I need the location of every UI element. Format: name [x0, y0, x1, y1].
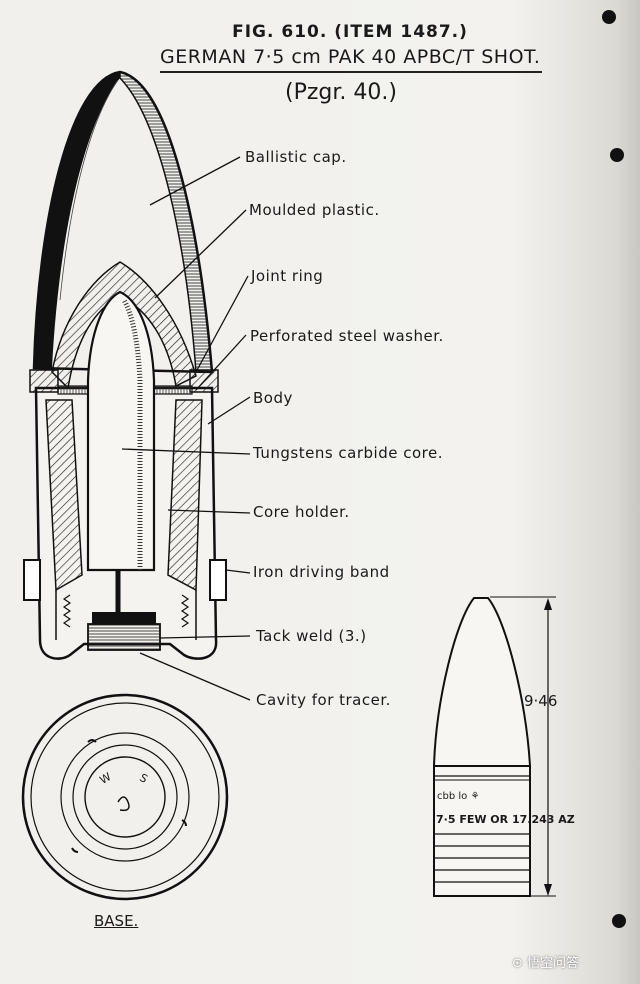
subtitle-rule: [160, 71, 542, 73]
leader-lines: [121, 156, 251, 701]
designation: (Pzgr. 40.): [285, 80, 397, 105]
base-view: [21, 693, 229, 901]
length-dimension: 9·46: [524, 692, 558, 710]
base-label: BASE.: [94, 912, 139, 930]
tungsten-core: [86, 290, 156, 615]
label-perforated-washer: Perforated steel washer.: [250, 327, 444, 345]
label-ballistic-cap: Ballistic cap.: [245, 148, 347, 166]
projectile-marking-2: 7·5 FEW OR 17.243 AZ: [436, 813, 575, 826]
projectile-side-view: [432, 596, 556, 897]
projectile-marking-1: cbb lo ⚘: [437, 791, 480, 802]
label-core: Tungstens carbide core.: [253, 444, 444, 462]
watermark: ⊙ 悟空问答: [512, 956, 580, 971]
figure-title: FIG. 610. (ITEM 1487.): [232, 22, 468, 42]
binder-hole: [602, 10, 616, 24]
tracer-cavity: [87, 612, 161, 651]
binder-hole: [610, 148, 624, 162]
label-core-holder: Core holder.: [253, 503, 350, 521]
label-body: Body: [253, 389, 293, 407]
label-driving-band: Iron driving band: [253, 563, 390, 581]
label-joint-ring: Joint ring: [251, 267, 324, 285]
core-holder: [45, 399, 203, 640]
label-tracer-cavity: Cavity for tracer.: [256, 691, 391, 709]
label-moulded-plastic: Moulded plastic.: [249, 201, 380, 219]
figure-subtitle: GERMAN 7·5 cm PAK 40 APBC/T SHOT.: [160, 46, 541, 68]
label-tack-weld: Tack weld (3.): [256, 627, 367, 645]
binder-hole: [612, 914, 626, 928]
